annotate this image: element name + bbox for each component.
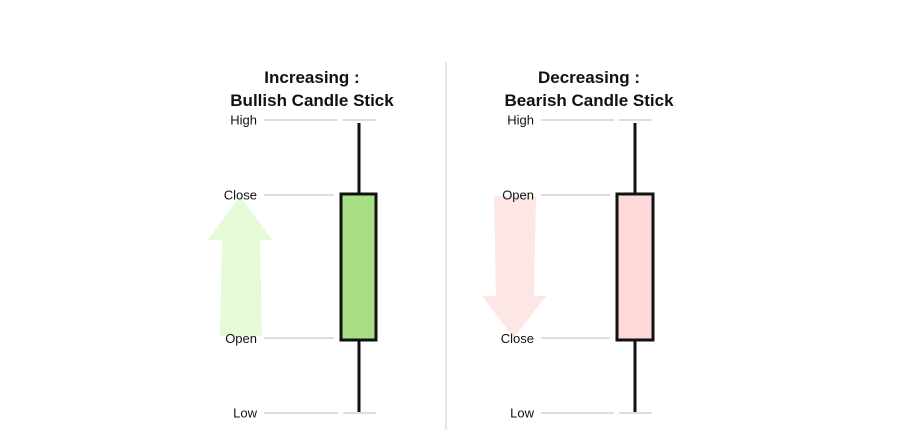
bearish-label-close: Close xyxy=(501,331,534,346)
bearish-candle-body xyxy=(615,192,655,342)
bullish-label-close: Close xyxy=(224,188,257,203)
bullish-title-line1: Increasing : xyxy=(264,68,360,87)
bearish-label-low: Low xyxy=(510,406,534,421)
bearish-label-high: High xyxy=(507,113,534,128)
bullish-panel: High Close Open Low xyxy=(208,113,378,421)
arrow-down-icon xyxy=(482,196,546,338)
bullish-title-line2: Bullish Candle Stick xyxy=(230,91,394,110)
bearish-title-line2: Bearish Candle Stick xyxy=(504,91,674,110)
bearish-title: Decreasing : Bearish Candle Stick xyxy=(449,66,729,112)
bullish-label-open: Open xyxy=(225,331,257,346)
bearish-title-line1: Decreasing : xyxy=(537,68,641,87)
bullish-label-high: High xyxy=(230,113,257,128)
bullish-title: Increasing : Bullish Candle Stick xyxy=(172,66,452,112)
bearish-panel: High Open Close Low xyxy=(482,113,655,421)
arrow-up-icon xyxy=(208,196,272,336)
bullish-candle-body xyxy=(339,192,378,342)
bullish-label-low: Low xyxy=(233,406,257,421)
bearish-label-open: Open xyxy=(502,188,534,203)
